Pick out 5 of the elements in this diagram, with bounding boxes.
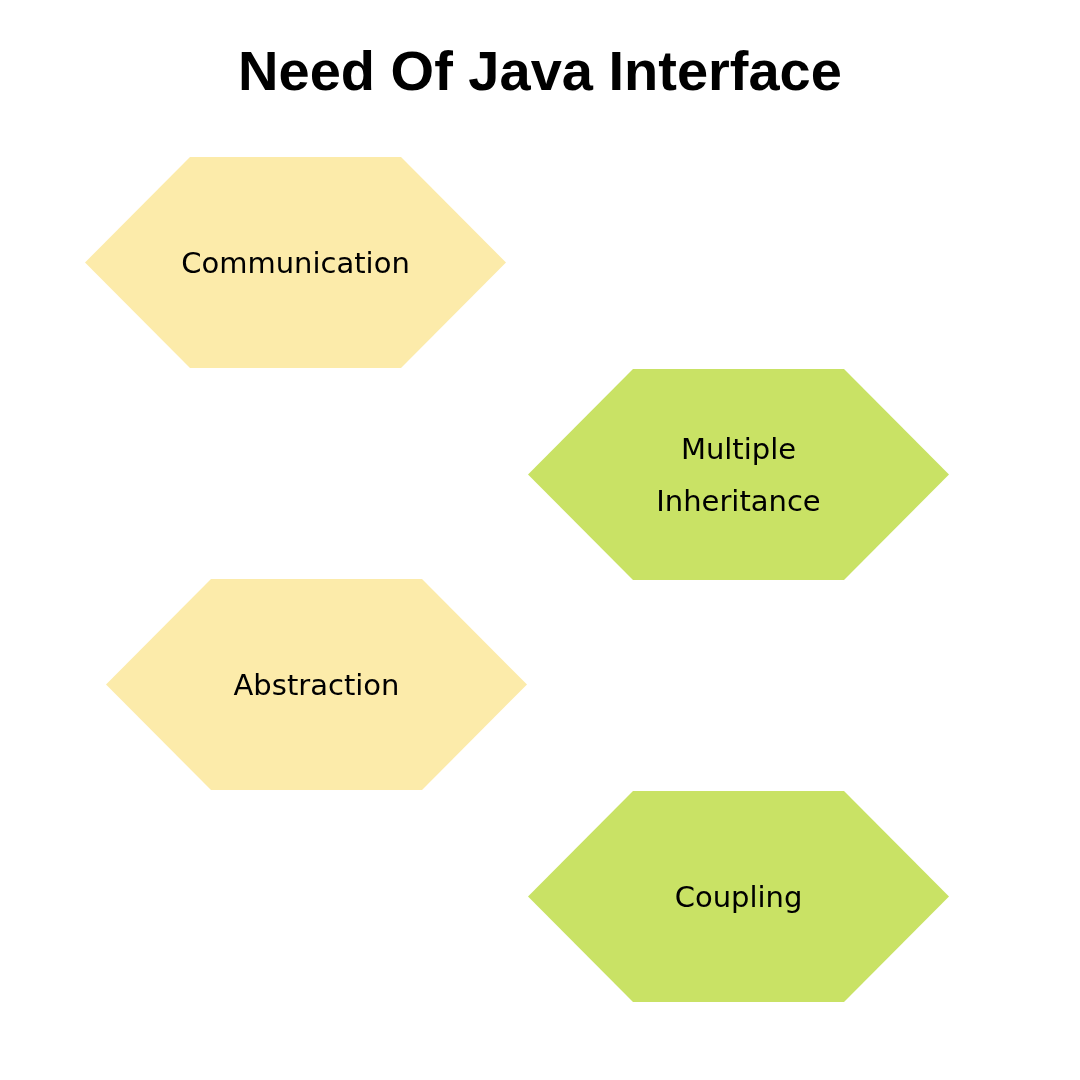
node-label: Abstraction — [233, 666, 400, 704]
node-label: Coupling — [674, 878, 803, 916]
node-label: Multiple Inheritance — [655, 430, 822, 520]
diagram-title: Need Of Java Interface — [237, 38, 843, 103]
node-label: Communication — [181, 244, 410, 282]
